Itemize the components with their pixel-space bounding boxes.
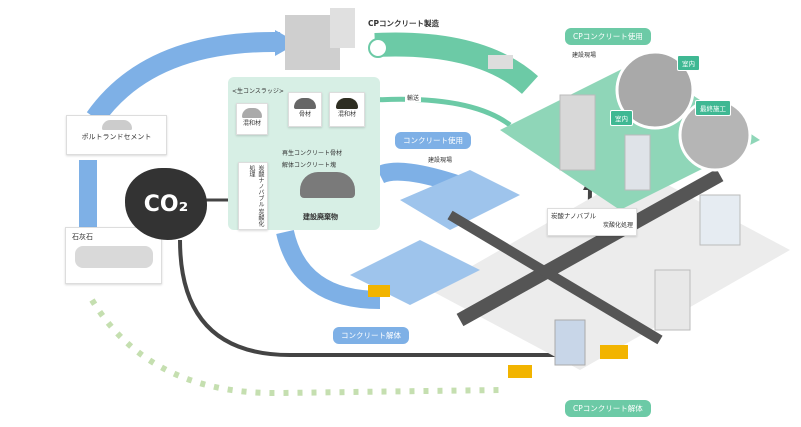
factory-label: CPコンクリート製造 <box>368 19 440 28</box>
building <box>559 94 596 171</box>
building <box>699 194 741 246</box>
sand-label: 混和材 <box>337 111 356 118</box>
blue-arc-cement-to-factory <box>86 31 281 124</box>
nano-bubble-panel-label: 炭酸ナノバブル 炭酸化処理 <box>238 162 268 230</box>
concrete-demolition-label: コンクリート解体 <box>333 327 409 344</box>
blue-arc-panel-to-demolition <box>276 229 381 309</box>
cp-demolition-label: CPコンクリート解体 <box>565 400 651 417</box>
process-sub-label: 解体コンクリート塊 <box>282 162 337 169</box>
concrete-use-sub: 建設現場 <box>428 157 453 164</box>
aggregate-card: 骨材 <box>288 92 322 127</box>
cement-icon <box>101 120 132 130</box>
truck-icon <box>368 285 390 297</box>
portland-cement-card: ポルトランドセメント <box>66 115 167 155</box>
co2-label: CO₂ <box>143 191 189 217</box>
sand-card: 混和材 <box>329 92 365 127</box>
nano-bubble-city-label: 炭酸ナノバブル <box>551 212 597 220</box>
building <box>654 269 691 331</box>
interior-view-circle <box>615 50 695 130</box>
nano-bubble-city-card: 炭酸ナノバブル 炭酸化処理 <box>547 208 637 236</box>
sand-icon <box>336 98 358 109</box>
concrete-use-label: コンクリート使用 <box>395 132 471 149</box>
admixture-label: 混和材 <box>242 120 261 127</box>
waste-pile-icon <box>300 172 355 198</box>
powder-icon <box>242 108 262 118</box>
limestone-label: 石灰石 <box>72 233 93 241</box>
mixer-truck-icon <box>488 55 513 69</box>
building <box>554 319 586 366</box>
co2-cloud: CO₂ <box>125 168 207 240</box>
green-supply-line <box>374 96 512 128</box>
limestone-icon <box>74 246 153 268</box>
supply-label: 輸送 <box>405 93 422 102</box>
waste-label: 建設廃棄物 <box>303 213 338 221</box>
aggregate-label: 骨材 <box>298 111 311 118</box>
portland-cement-label: ポルトランドセメント <box>81 133 152 141</box>
cp-use-sub: 建設現場 <box>572 52 597 59</box>
tag-interior-2: 室内 <box>610 110 633 126</box>
tag-interior: 室内 <box>677 55 700 71</box>
aggregate-icon <box>294 98 316 109</box>
process-label: 再生コンクリート骨材 <box>282 150 343 157</box>
mixing-label: <生コンスラッジ> <box>232 88 284 95</box>
truck-icon <box>508 365 532 378</box>
limestone-card: 石灰石 <box>65 227 162 284</box>
cross-road <box>447 210 663 345</box>
nano-bubble-city-sub: 炭酸化処理 <box>602 222 633 229</box>
building <box>624 134 651 191</box>
admixture-card: 混和材 <box>236 103 268 135</box>
recycle-icon <box>368 38 388 58</box>
main-road <box>456 168 724 327</box>
concrete-use-site <box>400 170 520 230</box>
cp-use-label: CPコンクリート使用 <box>565 28 651 45</box>
factory-tower <box>330 8 355 48</box>
excavator-icon <box>600 345 628 359</box>
dotted-return-path <box>89 298 501 397</box>
tag-finish: 最終施工 <box>695 100 731 116</box>
green-arc-factory-to-cp-use <box>374 32 539 95</box>
